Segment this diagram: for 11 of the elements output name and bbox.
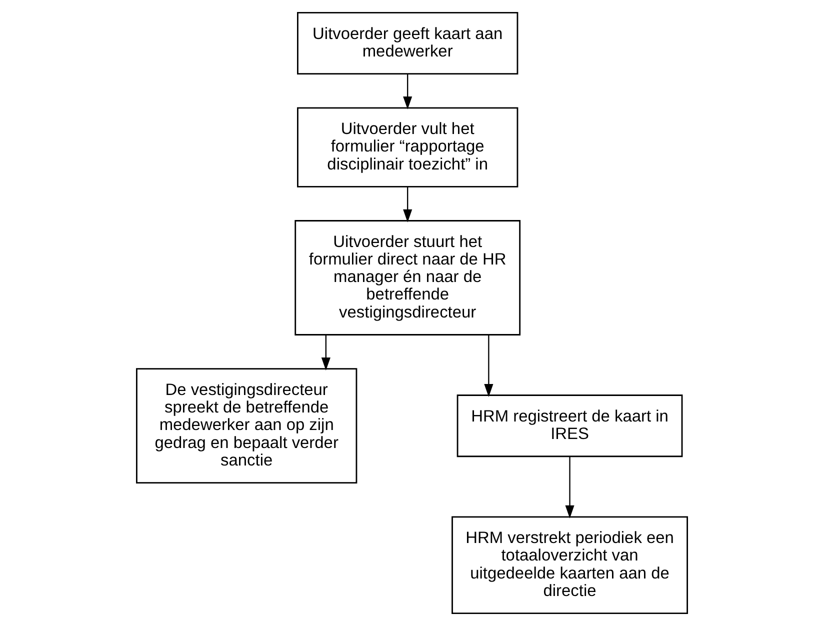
arrow <box>484 335 494 397</box>
node-box: HRM registreert de kaart in IRES <box>456 394 683 458</box>
arrow <box>403 74 412 110</box>
node-box: Uitvoerder stuurt het formulier direct naar de HR manager én naar de betreffende vestigingsdirecteur <box>294 220 521 336</box>
arrow <box>321 335 330 370</box>
node-box: De vestigingsdirecteur spreekt de betreffende medewerker aan op zijn gedrag en bepaalt verder sanctie <box>136 368 358 484</box>
node-box: Uitvoerder vult het formulier “rapportage disciplinair toezicht” in <box>297 107 518 188</box>
node-box: HRM verstrekt periodiek een totaaloverzicht van uitgedeelde kaarten aan de directie <box>452 516 688 614</box>
node-box: Uitvoerder geeft kaart aan medewerker <box>297 12 518 75</box>
arrow <box>565 456 574 518</box>
arrow <box>403 186 412 222</box>
